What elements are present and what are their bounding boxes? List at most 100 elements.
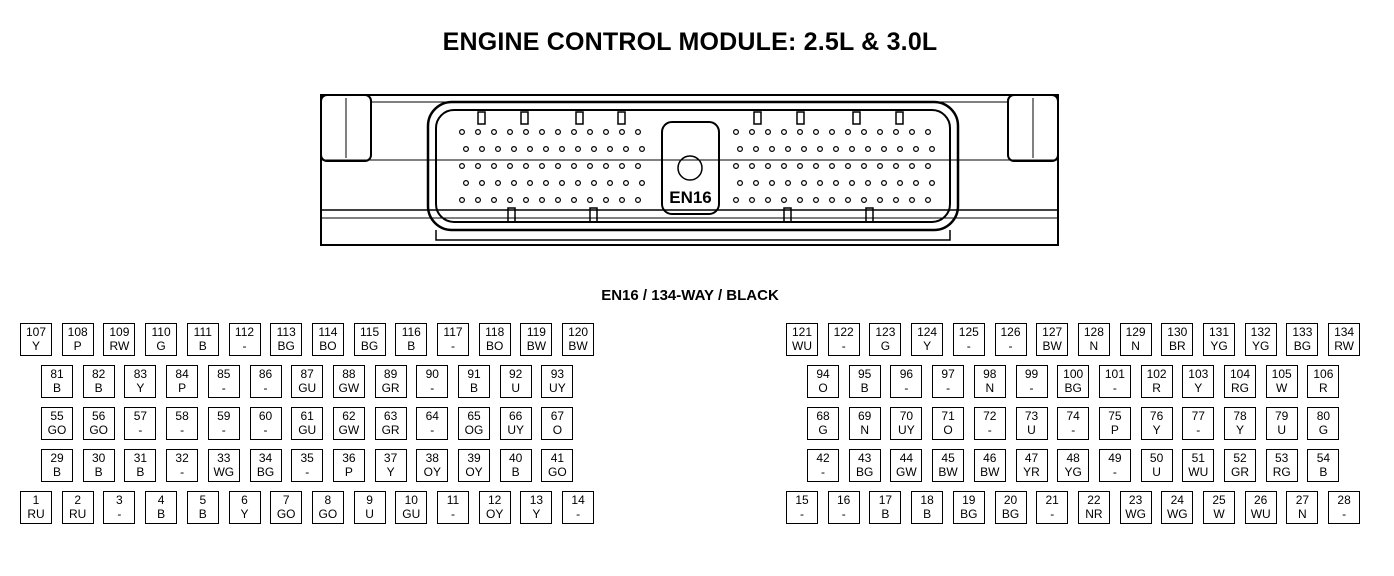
pin-number: 134 xyxy=(1334,325,1355,339)
pin-number: 15 xyxy=(795,493,809,507)
pin-number: 8 xyxy=(324,493,332,507)
pin-number: 7 xyxy=(282,493,290,507)
pin-wire-color: BW xyxy=(1042,339,1062,353)
pin-wire-color: RU xyxy=(69,507,87,521)
pin-number: 88 xyxy=(342,367,356,381)
pin-number: 48 xyxy=(1066,451,1080,465)
pin-number: 77 xyxy=(1191,409,1205,423)
pin-cell: 77- xyxy=(1182,407,1215,440)
pin-wire-color: BW xyxy=(938,465,958,479)
pin-wire-color: G xyxy=(1318,423,1329,437)
pin-wire-color: - xyxy=(800,507,804,521)
pin-number: 2 xyxy=(74,493,82,507)
pin-number: 10 xyxy=(404,493,418,507)
pin-number: 13 xyxy=(529,493,544,507)
pin-number: 79 xyxy=(1275,409,1289,423)
pin-number: 132 xyxy=(1250,325,1271,339)
pin-wire-color: B xyxy=(198,507,207,521)
pin-cell: 64- xyxy=(416,407,449,440)
pin-wire-color: GO xyxy=(318,507,338,521)
pin-number: 91 xyxy=(467,367,481,381)
pin-number: 20 xyxy=(1003,493,1018,507)
pin-wire-color: BW xyxy=(980,465,1000,479)
pin-wire-color: RU xyxy=(27,507,45,521)
pin-wire-color: - xyxy=(451,339,455,353)
pin-number: 72 xyxy=(983,409,997,423)
pin-number: 60 xyxy=(258,409,273,423)
pin-wire-color: RW xyxy=(1334,339,1354,353)
pin-number: 14 xyxy=(571,493,585,507)
pin-number: 111 xyxy=(193,325,212,339)
pin-cell: 126- xyxy=(994,323,1027,356)
pin-number: 54 xyxy=(1316,451,1331,465)
pin-wire-color: - xyxy=(221,423,226,437)
pin-wire-color: YG xyxy=(1210,339,1228,353)
pin-wire-color: BW xyxy=(568,339,588,353)
pin-number: 103 xyxy=(1188,367,1209,381)
pin-number: 45 xyxy=(941,451,955,465)
pin-wire-color: RW xyxy=(109,339,130,353)
pin-number: 113 xyxy=(276,325,296,339)
pin-wire-color: WG xyxy=(213,465,235,479)
pin-number: 64 xyxy=(425,409,439,423)
pin-number: 23 xyxy=(1128,493,1143,507)
diagram-title: ENGINE CONTROL MODULE: 2.5L & 3.0L xyxy=(442,28,938,56)
pin-wire-color: BR xyxy=(1168,339,1186,353)
pin-wire-color: - xyxy=(221,381,226,395)
pin-wire-color: P xyxy=(344,465,353,479)
pin-wire-color: G xyxy=(880,339,891,353)
pin-wire-color: B xyxy=(52,465,61,479)
pin-wire-color: UY xyxy=(507,423,525,437)
pin-wire-color: - xyxy=(1112,381,1117,395)
pin-wire-color: U xyxy=(1152,465,1161,479)
pin-wire-color: GU xyxy=(298,381,317,395)
pin-wire-color: N xyxy=(1298,507,1307,521)
pin-number: 114 xyxy=(318,325,338,339)
pin-wire-color: WU xyxy=(1250,507,1271,521)
pin-number: 93 xyxy=(550,367,565,381)
pin-wire-color: U xyxy=(365,507,374,521)
pin-wire-color: YG xyxy=(1064,465,1082,479)
pin-wire-color: - xyxy=(1112,465,1117,479)
ecm-connector-label: EN16 xyxy=(669,188,712,207)
pin-number: 4 xyxy=(157,493,165,507)
pin-number: 44 xyxy=(899,451,914,465)
pin-wire-color: BG xyxy=(1293,339,1312,353)
pin-cell: 49- xyxy=(1098,449,1131,482)
pin-cell: 96- xyxy=(890,365,923,398)
pin-number: 78 xyxy=(1233,409,1247,423)
pin-number: 100 xyxy=(1063,367,1084,381)
pin-wire-color: P xyxy=(73,339,82,353)
